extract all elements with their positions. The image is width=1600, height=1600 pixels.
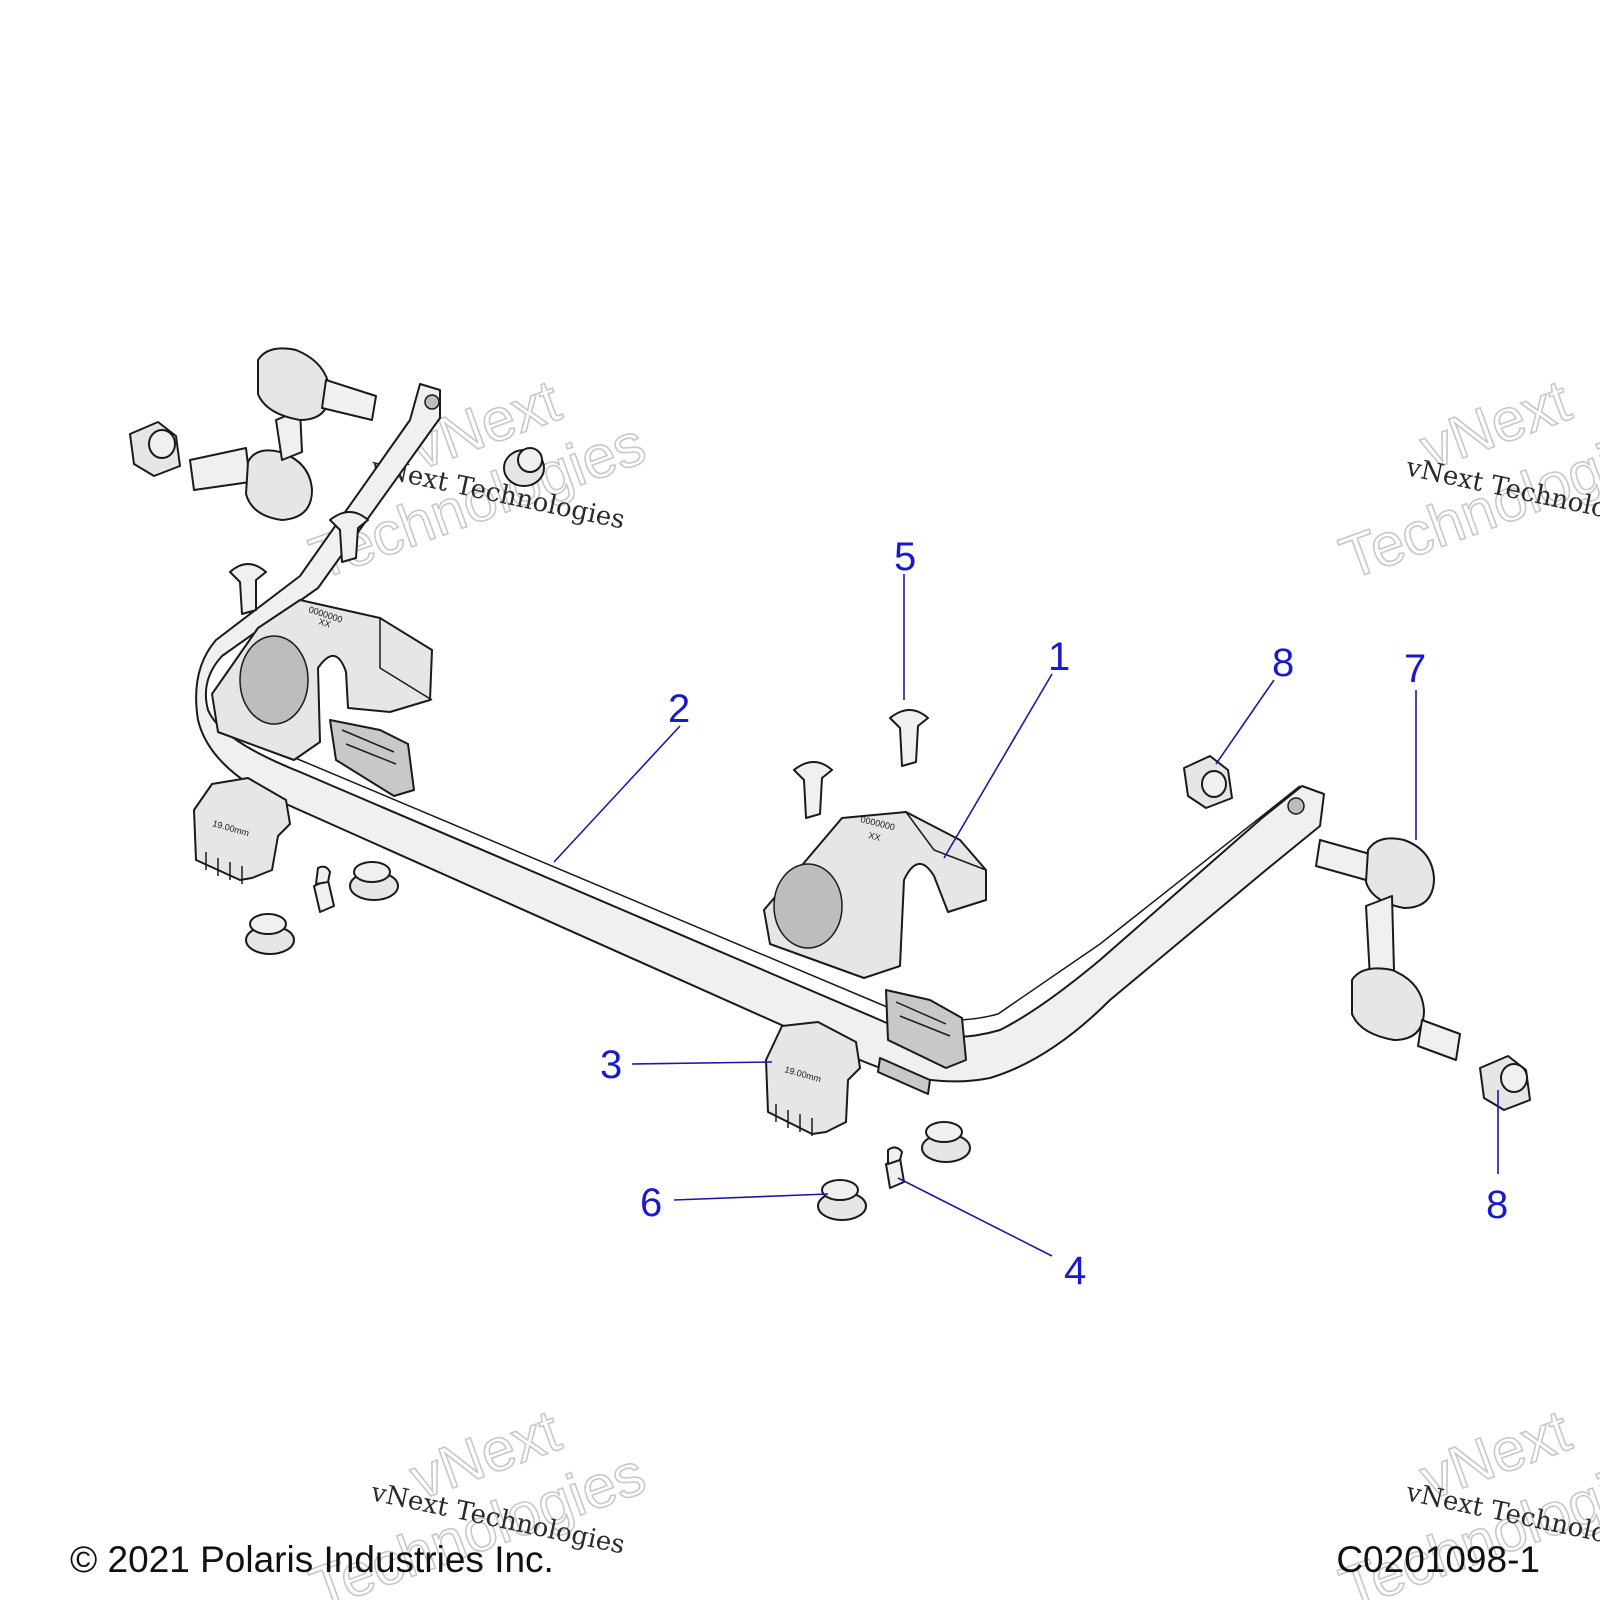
clamp-bracket-center: 0000000 XX [763,811,987,979]
leader-3 [631,1061,773,1065]
callout-3: 3 [600,1043,622,1087]
flange-nut-b [245,913,295,955]
carriage-bolt-a [229,563,267,615]
stabilizer-link-left [189,347,377,521]
callout-8-upper: 8 [1272,641,1294,685]
lock-nut-upper-right [1183,755,1233,809]
callout-2: 2 [668,687,690,731]
callout-1: 1 [1048,635,1070,679]
leader-4 [897,1177,1053,1257]
grease-fitting-center [885,1146,905,1189]
copyright-notice: © 2021 Polaris Industries Inc. [70,1539,554,1580]
callout-5: 5 [894,535,916,579]
callout-7: 7 [1404,647,1426,691]
bar-end-hole-right [1287,797,1305,815]
leader-2 [553,725,681,863]
bar-collar-left [329,719,415,797]
stabilizer-link-right [1315,837,1461,1061]
flange-nut-c [921,1121,971,1163]
svg-text:XX: XX [317,616,332,629]
clamp-bracket-left: 0000000 XX [211,599,433,761]
drawing-id: C0201098-1 [1336,1539,1540,1580]
callout-8-lower: 8 [1486,1183,1508,1227]
leader-8a [1215,679,1275,765]
carriage-bolt-b [329,511,369,563]
callout-6: 6 [640,1181,662,1225]
watermark-top-right: vNext Technologies vNext Technologies [1331,366,1600,593]
flange-nut-top [503,447,545,487]
flange-nut-a [349,861,399,901]
leader-6 [673,1193,829,1201]
leader-1 [943,673,1053,859]
callout-4: 4 [1064,1249,1086,1293]
bar-end-hole-left [424,394,440,410]
carriage-bolt-c [889,709,929,767]
lock-nut-left [129,421,181,477]
leader-lines [553,574,1499,1257]
bushing-left: 19.00mm [193,777,291,884]
grease-fitting-left [313,865,335,913]
svg-text:XX: XX [868,830,882,843]
lock-nut-lower-right [1479,1055,1531,1111]
bushing-center: 19.00mm [765,1021,861,1136]
carriage-bolt-d [793,761,833,819]
bar-collar-right [877,989,967,1095]
flange-nut-d [817,1179,867,1221]
callouts: 1 2 3 4 5 6 7 8 8 [600,535,1508,1293]
